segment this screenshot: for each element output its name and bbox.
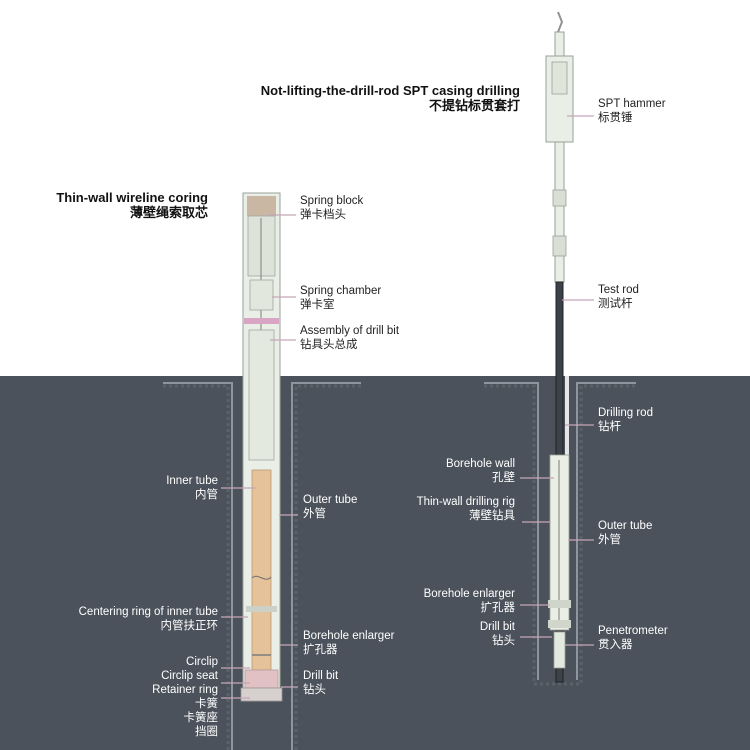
left-coring-tool bbox=[240, 192, 283, 702]
label-circlip-stack: Circlip Circlip seat Retainer ring 卡簧 卡簧… bbox=[152, 656, 218, 738]
label-borehole-wall: Borehole wall 孔壁 bbox=[445, 458, 515, 484]
label-spring-block: Spring block 弹卡档头 bbox=[300, 195, 364, 221]
left-title-en: Thin-wall wireline coring bbox=[56, 190, 208, 205]
label-borehole-enlarger-left: Borehole enlarger 扩孔器 bbox=[303, 630, 395, 656]
right-spt-tool bbox=[545, 11, 574, 683]
label-outer-tube-right: Outer tube 外管 bbox=[598, 520, 653, 546]
label-drill-bit-right: Drill bit 钻头 bbox=[479, 621, 515, 647]
right-title-en: Not-lifting-the-drill-rod SPT casing dri… bbox=[260, 83, 520, 98]
right-title-zh: 不提钻标贯套打 bbox=[428, 98, 520, 113]
label-thin-wall-rig: Thin-wall drilling rig 薄壁钻具 bbox=[416, 496, 515, 522]
leader-lines bbox=[221, 115, 594, 699]
label-drill-bit-assembly: Assembly of drill bit 钻具头总成 bbox=[300, 325, 400, 351]
right-borehole bbox=[484, 382, 636, 686]
label-test-rod: Test rod 测试杆 bbox=[598, 284, 639, 310]
label-centering-ring: Centering ring of inner tube 内管扶正环 bbox=[78, 606, 218, 632]
left-title-zh: 薄壁绳索取芯 bbox=[129, 205, 208, 220]
right-diagram-title: Not-lifting-the-drill-rod SPT casing dri… bbox=[220, 83, 520, 113]
label-inner-tube: Inner tube 内管 bbox=[166, 475, 218, 501]
left-diagram-title: Thin-wall wireline coring 薄壁绳索取芯 bbox=[28, 190, 208, 220]
left-borehole bbox=[163, 382, 361, 750]
label-spring-chamber: Spring chamber 弹卡室 bbox=[300, 285, 382, 311]
label-spt-hammer: SPT hammer 标贯锤 bbox=[598, 98, 666, 124]
label-penetrometer: Penetrometer 贯入器 bbox=[598, 625, 668, 651]
ground-section bbox=[0, 376, 750, 750]
label-borehole-enlarger-right: Borehole enlarger 扩孔器 bbox=[423, 588, 515, 614]
label-outer-tube-left: Outer tube 外管 bbox=[303, 494, 358, 520]
label-drilling-rod: Drilling rod 钻杆 bbox=[598, 407, 653, 433]
label-drill-bit-left: Drill bit 钻头 bbox=[303, 670, 339, 696]
